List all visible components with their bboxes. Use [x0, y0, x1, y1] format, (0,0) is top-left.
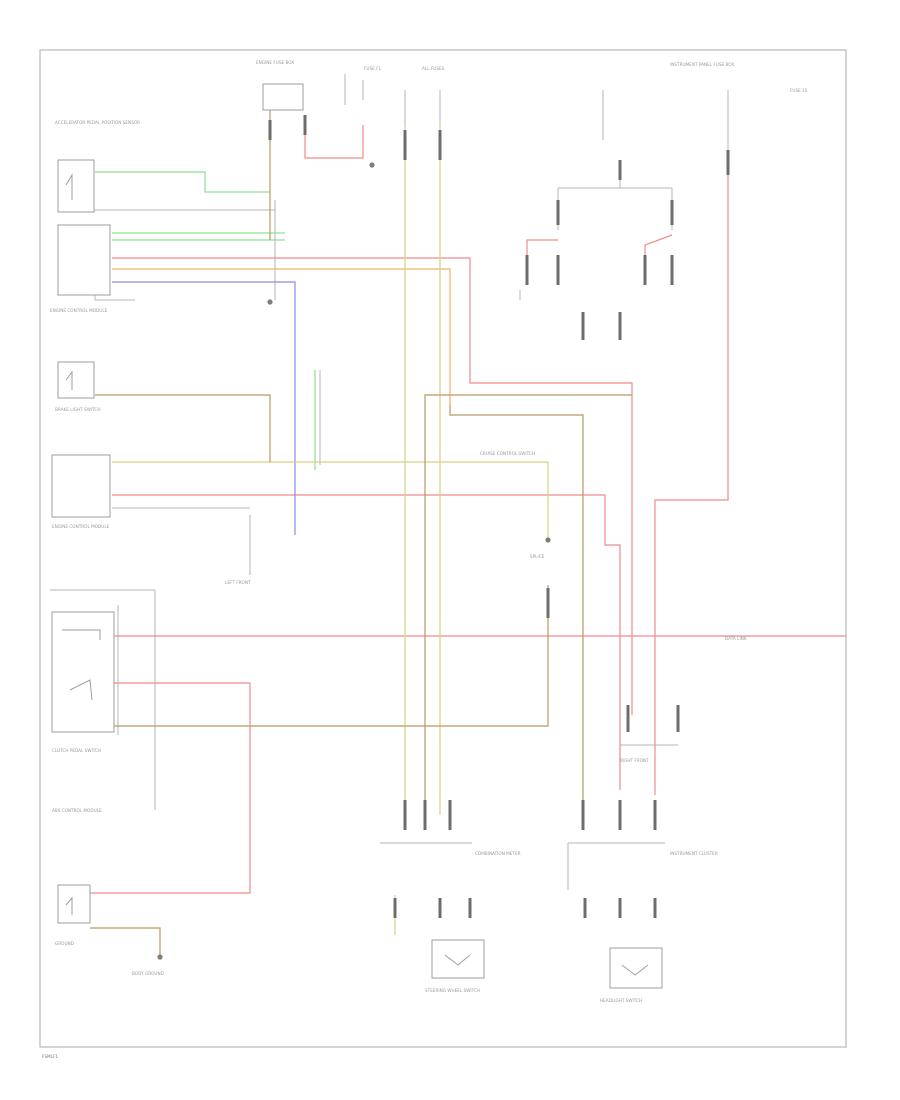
- component-ecm-2: [51, 454, 111, 518]
- label-ecm-2: ENGINE CONTROL MODULE: [52, 524, 110, 529]
- label-combination-meter: COMBINATION METER: [475, 851, 521, 856]
- label-fuse-15: FUSE 15: [790, 88, 808, 93]
- fuse-box-engine: [262, 83, 304, 111]
- label-relay: GROUND: [55, 941, 74, 946]
- wire-brown: [90, 110, 632, 955]
- label-data-link: DATA LINK: [725, 636, 747, 641]
- label-all-fuses: ALL FUSES: [422, 66, 445, 71]
- component-instrument-cluster: [609, 947, 663, 989]
- label-left-front: LEFT FRONT: [225, 580, 251, 585]
- label-clutch-switch: CLUTCH PEDAL SWITCH: [52, 748, 101, 753]
- component-relay: [57, 884, 91, 924]
- gray-wiring: [50, 74, 729, 890]
- switch-symbols: [62, 173, 101, 915]
- component-steering-switch: [431, 939, 485, 979]
- wire-yellow: [112, 125, 549, 935]
- label-body-ground: BODY GROUND: [132, 971, 164, 976]
- footer-code: FSMLF1: [42, 1054, 58, 1059]
- label-brake-switch: BRAKE LIGHT SWITCH: [55, 407, 100, 412]
- wire-red: [90, 125, 846, 894]
- ground-symbols: [157, 162, 551, 960]
- wire-green: [95, 171, 316, 470]
- component-cruise-switch: [51, 611, 115, 733]
- label-engine-fuse-box: ENGINE FUSE BOX: [256, 60, 294, 65]
- label-steering-switch: STEERING WHEEL SWITCH: [425, 988, 480, 993]
- label-abs-module: ABS CONTROL MODULE: [52, 808, 102, 813]
- component-ecm-1: [57, 224, 111, 296]
- label-pedal-sensor: ACCELERATOR PEDAL POSITION SENSOR: [55, 120, 140, 125]
- component-brake-switch: [57, 361, 95, 399]
- connectors: [268, 115, 730, 918]
- label-headlight-switch: HEADLIGHT SWITCH: [600, 998, 642, 1003]
- label-right-front: RIGHT FRONT: [620, 758, 649, 763]
- module-marks: [444, 954, 649, 976]
- label-splice: SPLICE: [530, 554, 545, 559]
- wire-orange: [112, 268, 451, 405]
- label-fuse-f1: FUSE F1: [364, 66, 382, 71]
- diagram-frame: [39, 49, 847, 1048]
- component-pedal-sensor: [57, 159, 95, 213]
- wire-blue: [112, 281, 296, 535]
- label-ecm-1: ENGINE CONTROL MODULE: [50, 308, 108, 313]
- label-ip-fuse-box: INSTRUMENT PANEL FUSE BOX: [670, 62, 734, 67]
- label-cruise-switch: CRUISE CONTROL SWITCH: [480, 451, 535, 456]
- label-instrument-cluster: INSTRUMENT CLUSTER: [670, 851, 718, 856]
